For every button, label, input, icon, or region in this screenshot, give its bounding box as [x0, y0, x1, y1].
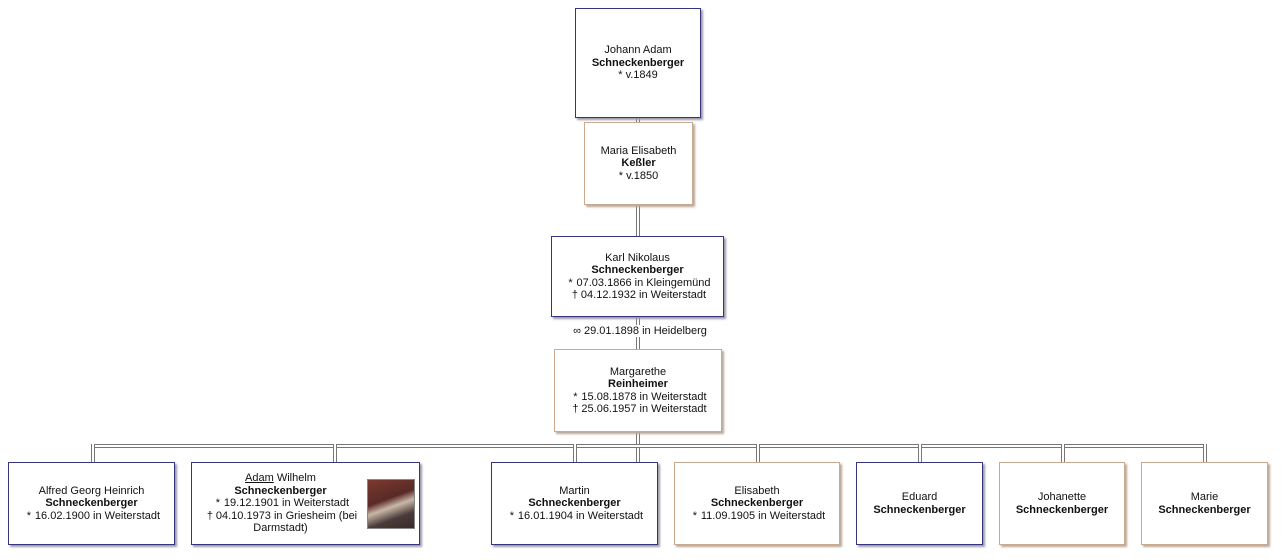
death-date: 04.10.1973 in Griesheim (bei Darmstadt): [215, 509, 358, 535]
death-icon: †: [572, 403, 579, 415]
child-alfred[interactable]: Alfred Georg Heinrich Schneckenberger *1…: [8, 462, 175, 545]
person-johann-adam[interactable]: Johann Adam Schneckenberger * v.1849: [575, 8, 701, 118]
call-name: Adam: [245, 472, 274, 485]
death-icon: †: [571, 289, 578, 301]
death-date: 25.06.1957 in Weiterstadt: [581, 403, 707, 415]
given-name: Elisabeth: [734, 484, 780, 497]
child-johanette[interactable]: Johanette Schneckenberger: [999, 462, 1125, 545]
surname: Reinheimer: [608, 378, 668, 390]
connector: [1061, 444, 1065, 464]
portrait-photo[interactable]: [367, 479, 415, 529]
given-name: Margarethe: [609, 365, 667, 378]
surname: Schneckenberger: [528, 497, 621, 510]
surname: Schneckenberger: [591, 264, 684, 276]
child-eduard[interactable]: Eduard Schneckenberger: [856, 462, 983, 545]
connector: [91, 444, 95, 464]
person-karl-nikolaus[interactable]: Karl Nikolaus Schneckenberger *07.03.186…: [551, 236, 724, 317]
surname: Schneckenberger: [1015, 503, 1109, 516]
given-name: Wilhelm: [276, 472, 316, 485]
surname: Schneckenberger: [873, 503, 966, 516]
child-adam-wilhelm[interactable]: Adam Wilhelm Schneckenberger *19.12.1901…: [191, 462, 420, 545]
given-name: Maria Elisabeth: [600, 144, 677, 157]
connector: [1203, 444, 1207, 464]
birth-icon: *: [215, 497, 221, 510]
children-connector: [92, 444, 1206, 448]
connector: [333, 444, 337, 464]
child-elisabeth[interactable]: Elisabeth Schneckenberger *11.09.1905 in…: [674, 462, 840, 545]
surname: Schneckenberger: [234, 484, 327, 497]
birth-icon: *: [618, 69, 623, 82]
death-date: 04.12.1932 in Weiterstadt: [580, 289, 707, 301]
birth-date: 16.01.1904 in Weiterstadt: [517, 509, 644, 522]
birth-date: v.1850: [626, 169, 659, 182]
connector: [756, 444, 760, 464]
birth-icon: *: [568, 276, 573, 289]
child-marie[interactable]: Marie Schneckenberger: [1141, 462, 1268, 545]
marriage-date: 29.01.1898 in Heidelberg: [583, 325, 707, 337]
birth-date: 15.08.1878 in Weiterstadt: [581, 390, 707, 403]
surname: Schneckenberger: [710, 497, 804, 510]
birth-date: 19.12.1901 in Weiterstadt: [223, 497, 350, 510]
surname: Schneckenberger: [591, 56, 685, 69]
death-icon: †: [206, 509, 213, 522]
given-name: Johanette: [1037, 491, 1087, 503]
surname: Schneckenberger: [1158, 503, 1251, 516]
birth-icon: *: [509, 509, 515, 522]
birth-date: 07.03.1866 in Kleingemünd: [576, 276, 711, 289]
child-martin[interactable]: Martin Schneckenberger *16.01.1904 in We…: [491, 462, 658, 545]
given-name: Karl Nikolaus: [605, 251, 670, 264]
given-name: Martin: [559, 484, 590, 497]
person-maria-elisabeth[interactable]: Maria Elisabeth Keßler * v.1850: [584, 122, 693, 205]
given-name: Eduard: [901, 491, 938, 503]
connector: [918, 444, 922, 464]
surname: Schneckenberger: [45, 497, 138, 510]
birth-icon: *: [618, 169, 623, 182]
surname: Keßler: [621, 157, 656, 170]
given-name: Johann Adam: [604, 44, 672, 57]
person-margarethe[interactable]: Margarethe Reinheimer *15.08.1878 in Wei…: [554, 349, 722, 432]
connector: [573, 444, 577, 464]
given-name: Marie: [1190, 491, 1219, 503]
given-name: Alfred Georg Heinrich: [38, 484, 145, 497]
birth-date: 16.02.1900 in Weiterstadt: [34, 509, 161, 522]
marriage-info: ∞ 29.01.1898 in Heidelberg: [560, 325, 720, 337]
birth-date: v.1849: [625, 69, 658, 82]
birth-icon: *: [573, 390, 578, 403]
birth-icon: *: [26, 509, 32, 522]
marriage-icon: ∞: [573, 325, 581, 337]
birth-icon: *: [692, 509, 697, 522]
birth-date: 11.09.1905 in Weiterstadt: [700, 509, 826, 522]
